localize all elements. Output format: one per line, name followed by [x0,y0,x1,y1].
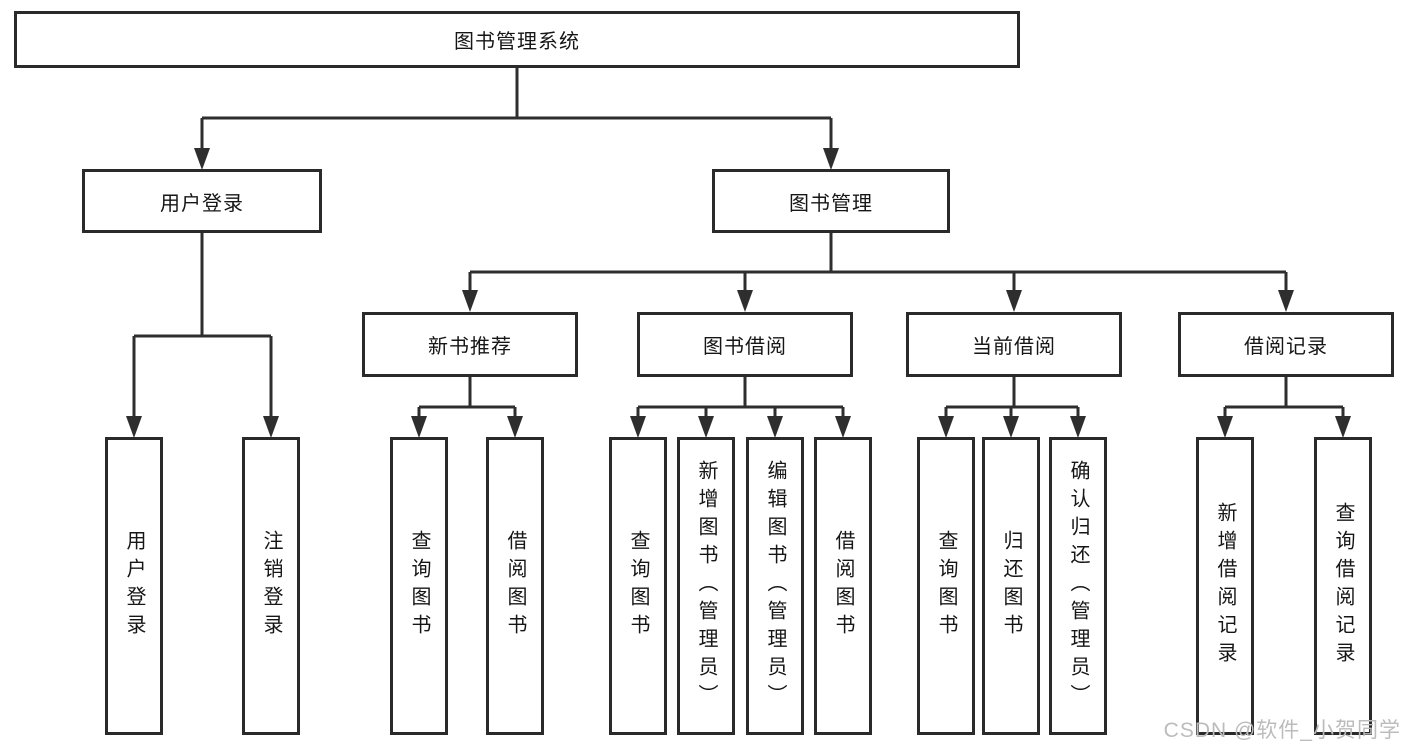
leaf-user-login-label: 用户登录 [123,530,145,642]
leaf-records-add-record: 新增借阅记录 [1196,437,1254,735]
node-library-system: 图书管理系统 [14,11,1020,68]
leaf-current-return-books-label: 归还图书 [1000,530,1022,642]
leaf-newbook-borrow-books-label: 借阅图书 [504,530,526,642]
leaf-borrowing-edit-books-admin: 编辑图书（管理员） [746,437,804,735]
leaf-records-query-record-label: 查询借阅记录 [1332,502,1354,670]
leaf-newbook-query-books-label: 查询图书 [408,530,430,642]
leaf-logout-label: 注销登录 [260,530,282,642]
leaf-records-add-record-label: 新增借阅记录 [1214,502,1236,670]
node-book-borrowing: 图书借阅 [637,312,853,377]
arrowheads [126,148,1351,438]
leaf-logout: 注销登录 [242,437,300,735]
leaf-borrowing-query-books-label: 查询图书 [627,530,649,642]
leaf-borrowing-borrow-books: 借阅图书 [814,437,872,735]
leaf-records-query-record: 查询借阅记录 [1314,437,1372,735]
leaf-current-query-books-label: 查询图书 [935,530,957,642]
leaf-borrowing-borrow-books-label: 借阅图书 [832,530,854,642]
leaf-current-return-books: 归还图书 [982,437,1040,735]
leaf-current-confirm-return-admin-label: 确认归还（管理员） [1067,460,1089,712]
leaf-newbook-query-books: 查询图书 [390,437,448,735]
leaf-borrowing-edit-books-admin-label: 编辑图书（管理员） [764,460,786,712]
leaf-newbook-borrow-books: 借阅图书 [486,437,544,735]
leaf-borrowing-query-books: 查询图书 [609,437,667,735]
node-book-management: 图书管理 [712,169,950,233]
node-new-book-recommend: 新书推荐 [362,312,578,377]
node-user-login: 用户登录 [82,169,322,233]
node-current-borrowing: 当前借阅 [906,312,1122,377]
node-borrowing-records: 借阅记录 [1178,312,1394,377]
csdn-watermark: CSDN @软件_小贺同学 [1163,719,1401,742]
leaf-current-query-books: 查询图书 [917,437,975,735]
leaf-current-confirm-return-admin: 确认归还（管理员） [1049,437,1107,735]
leaf-user-login: 用户登录 [105,437,163,735]
leaf-borrowing-add-books-admin-label: 新增图书（管理员） [695,460,717,712]
leaf-borrowing-add-books-admin: 新增图书（管理员） [677,437,735,735]
